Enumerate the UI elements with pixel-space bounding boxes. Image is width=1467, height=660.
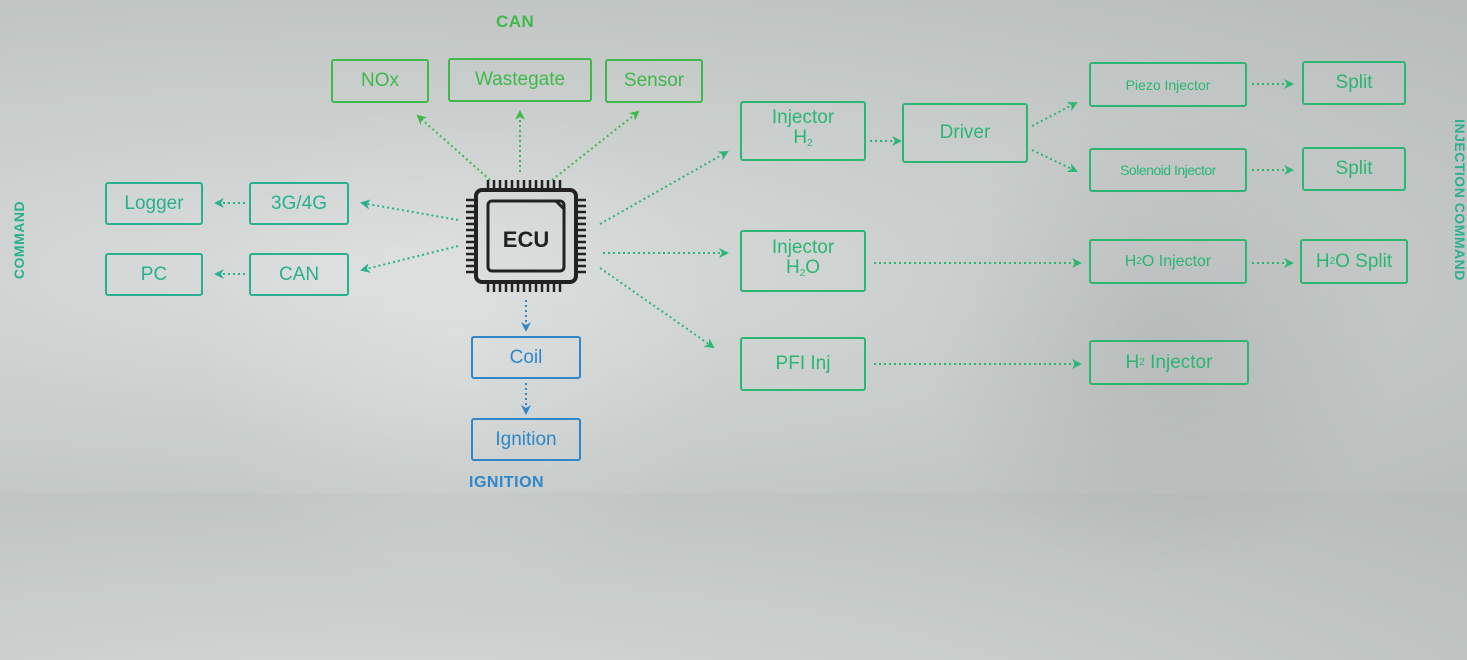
injector-h2o-line1: Injector	[771, 237, 835, 258]
ignition-box: Ignition	[471, 418, 581, 461]
arrow-ecu-can	[360, 245, 459, 273]
arrow-ecu-sensor	[551, 110, 640, 181]
arrow-ecu-nox	[416, 114, 491, 181]
pc-box: PC	[105, 253, 203, 296]
injection-command-section-label: INJECTION COMMAND	[1452, 119, 1467, 281]
solenoid-injector-box: Solenoid Injector	[1089, 148, 1247, 192]
pfi-inj-box: PFI Inj	[740, 337, 866, 391]
ignition-section-label: IGNITION	[469, 474, 545, 491]
split-box-1: Split	[1302, 61, 1406, 105]
connection-arrows: ECU	[214, 79, 1294, 415]
injector-h2-box: Injector H2	[740, 101, 866, 161]
injector-h2-line1: Injector	[771, 107, 835, 128]
injector-h2o-box: Injector H2O	[740, 230, 866, 292]
arrow-ecu-pfi	[599, 267, 715, 349]
can-box: CAN	[249, 253, 349, 296]
driver-box: Driver	[902, 103, 1028, 163]
3g-4g-box: 3G/4G	[249, 182, 349, 225]
ecu-label: ECU	[503, 227, 549, 252]
arrow-ecu-injector-h2	[599, 151, 729, 225]
piezo-injector-box: Piezo Injector	[1089, 62, 1247, 107]
injector-h2-formula: H2	[793, 127, 813, 150]
nox-box: NOx	[331, 59, 429, 103]
sensor-box: Sensor	[605, 59, 703, 103]
arrow-driver-piezo	[1031, 102, 1078, 127]
wastegate-box: Wastegate	[448, 58, 592, 102]
can-section-label: CAN	[496, 12, 535, 31]
coil-box: Coil	[471, 336, 581, 379]
split-box-2: Split	[1302, 147, 1406, 191]
command-section-label: COMMAND	[11, 200, 27, 280]
ecu-chip-icon	[466, 180, 586, 292]
arrow-ecu-3g4g	[360, 199, 459, 221]
arrow-driver-solenoid	[1031, 149, 1078, 173]
logger-box: Logger	[105, 182, 203, 225]
injector-h2o-formula: H2O	[785, 257, 821, 280]
